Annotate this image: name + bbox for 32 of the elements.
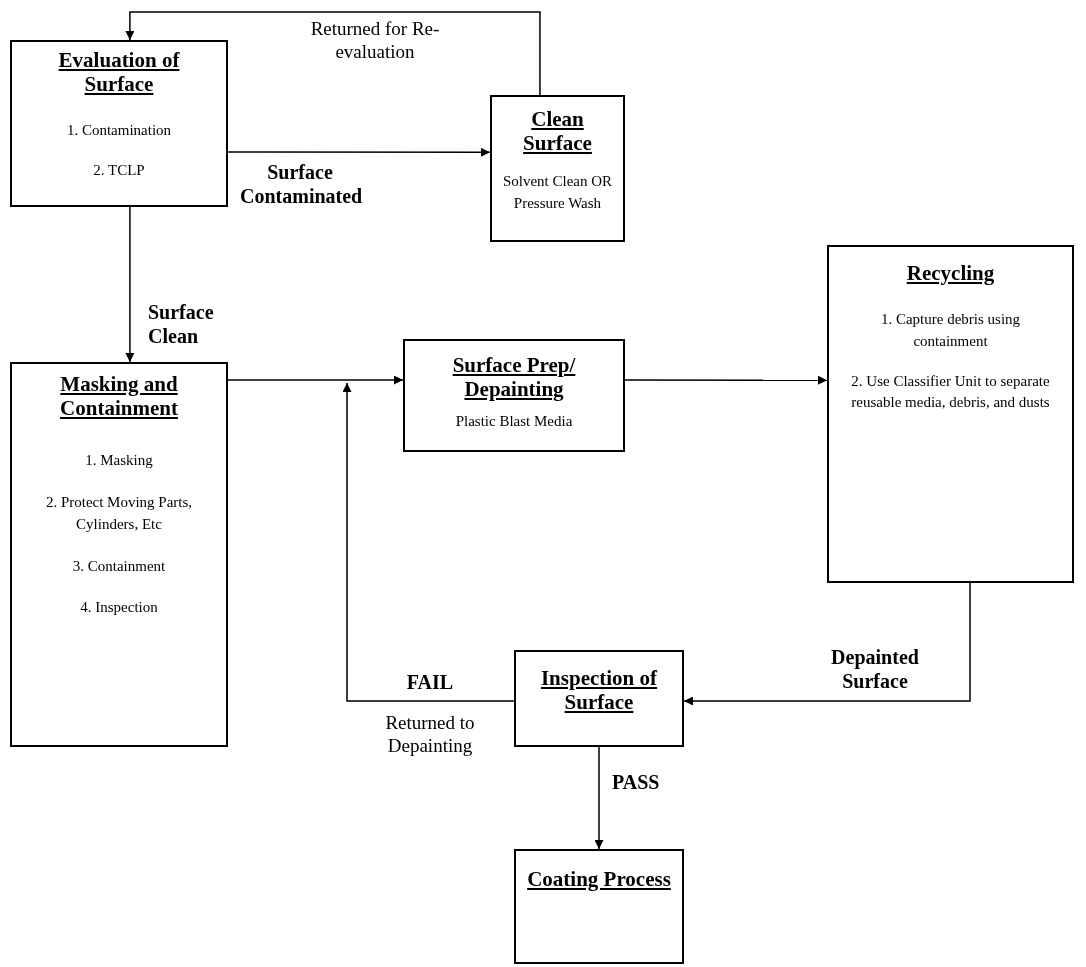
box-heading: Surface Prep/ Depainting	[451, 353, 577, 402]
arrow	[624, 375, 828, 385]
arrow	[594, 746, 604, 850]
process-box	[514, 849, 684, 964]
box-text: 1. Contamination	[66, 121, 172, 141]
arrow	[125, 206, 135, 363]
process-box	[514, 650, 684, 747]
box-heading: Masking and Containment	[59, 372, 179, 421]
box-text: 3. Containment	[72, 556, 166, 576]
box-text: 1. Capture debris using containment	[879, 310, 1022, 351]
box-text: Plastic Blast Media	[455, 412, 573, 432]
box-heading: Evaluation of Surface	[57, 48, 181, 97]
process-box	[403, 339, 625, 452]
box-heading: Coating Process	[527, 867, 671, 892]
box-text: 2. Protect Moving Parts, Cylinders, Etc	[44, 493, 194, 534]
arrow	[683, 582, 971, 706]
box-text: 4. Inspection	[80, 598, 158, 618]
arrow	[227, 375, 404, 385]
box-heading: Inspection of Surface	[539, 666, 659, 715]
process-box	[490, 95, 625, 242]
box-text: Solvent Clean OR Pressure Wash	[502, 172, 613, 214]
arrow	[227, 147, 491, 157]
process-box	[827, 245, 1074, 583]
process-box	[10, 362, 228, 747]
box-text: 2. Use Classifier Unit to separate reusable media, debris, and dusts	[850, 371, 1051, 413]
process-box	[10, 40, 228, 207]
box-text: 1. Masking	[85, 451, 153, 471]
box-heading: Clean Surface	[522, 107, 593, 156]
arrow	[342, 382, 515, 702]
box-text: 2. TCLP	[93, 161, 145, 181]
arrow	[125, 11, 541, 96]
box-heading: Recycling	[906, 261, 995, 286]
